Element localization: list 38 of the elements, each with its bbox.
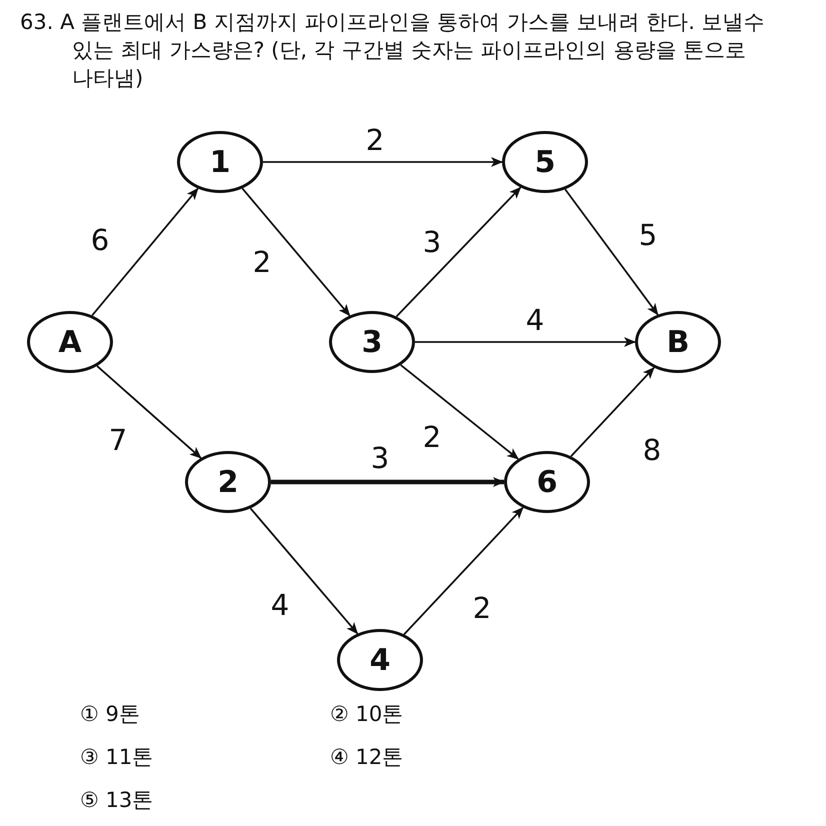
answer-option: ④ 12톤 <box>330 743 404 771</box>
arrow <box>96 365 202 459</box>
edge-label: 6 <box>90 223 110 257</box>
edge-label: 3 <box>422 225 442 259</box>
edge-label: 7 <box>108 423 128 457</box>
answer-option: ③ 11톤 <box>80 743 154 771</box>
arrow <box>250 508 358 634</box>
node-label: 2 <box>218 464 238 500</box>
node-label: A <box>58 324 82 360</box>
edge-label: 4 <box>270 588 290 622</box>
edge-label: 3 <box>370 441 390 475</box>
answer-option: ② 10톤 <box>330 700 404 728</box>
arrow <box>564 188 658 316</box>
arrow <box>263 157 503 167</box>
edge-label: 4 <box>526 303 544 337</box>
node-label: B <box>666 324 690 360</box>
edge-label: 2 <box>252 245 272 279</box>
answer-option: ⑤ 13톤 <box>80 786 154 814</box>
node-label: 6 <box>536 464 558 500</box>
edge-label: 8 <box>642 433 662 467</box>
arrow <box>242 188 350 316</box>
node-label: 1 <box>210 144 230 180</box>
edge-label: 2 <box>472 591 492 625</box>
node-label: 4 <box>370 642 390 678</box>
answer-option: ① 9톤 <box>80 700 140 728</box>
arrow <box>403 506 524 635</box>
node-label: 3 <box>362 324 382 360</box>
arrow <box>400 364 519 460</box>
arrow <box>91 188 199 316</box>
edge-label: 5 <box>638 218 658 252</box>
node-label: 5 <box>534 144 556 180</box>
question-text: 63. A 플랜트에서 B 지점까지 파이프라인을 통하여 가스를 보내려 한다. 보낼수 있는 최대 가스량은? (단, 각 구간별 숫자는 파이프라인의 용량을 톤으로 나타냄) <box>20 9 766 92</box>
arrow <box>271 477 505 487</box>
arrow <box>415 337 636 347</box>
arrow <box>396 186 522 318</box>
edge-label: 2 <box>422 420 442 454</box>
edge-label: 2 <box>366 123 384 157</box>
arrow <box>570 366 655 457</box>
